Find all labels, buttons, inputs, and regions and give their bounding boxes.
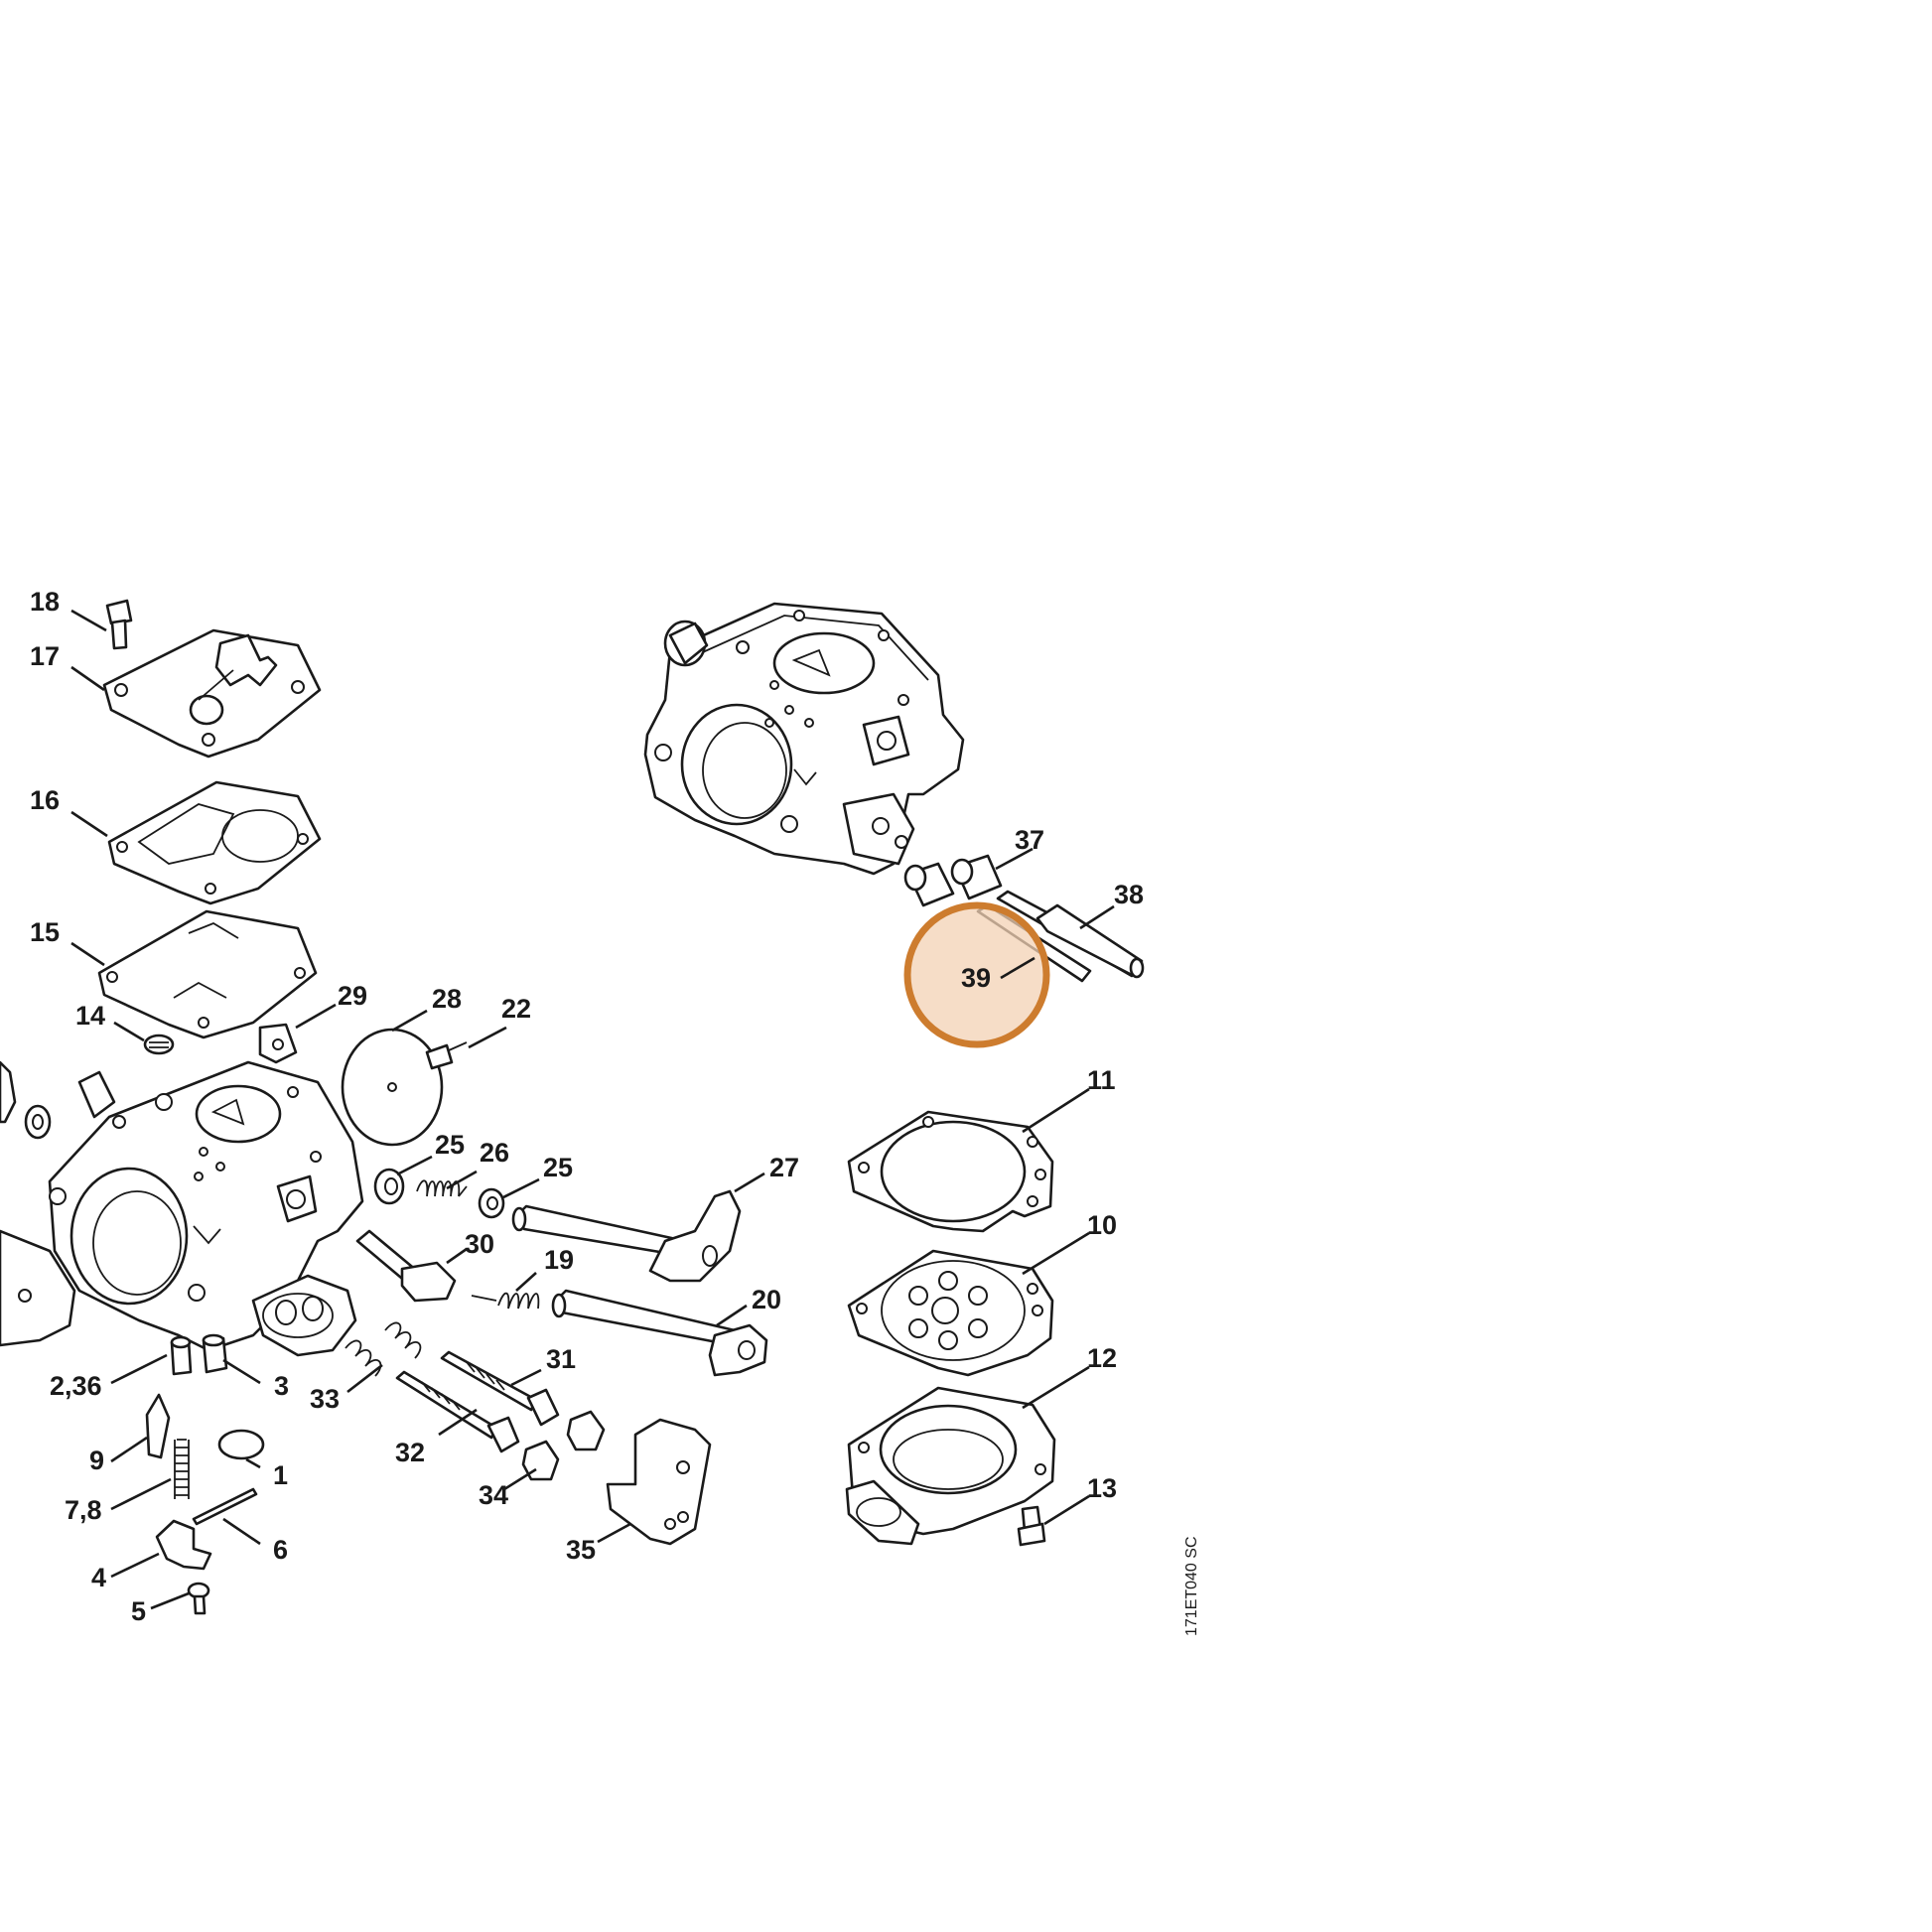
part-15-diaphragm — [97, 909, 318, 1039]
part-9-inlet-needle — [145, 1393, 171, 1459]
label-33: 33 — [310, 1384, 340, 1414]
part-10-diaphragm-plate — [847, 1249, 1054, 1377]
label-25a: 25 — [435, 1130, 465, 1160]
part-3-plug — [202, 1333, 228, 1374]
label-32: 32 — [395, 1438, 425, 1467]
label-3: 3 — [274, 1371, 289, 1401]
carburetor-body-lower — [48, 1060, 364, 1357]
label-2-36: 2,36 — [50, 1371, 102, 1401]
part-18-screw — [105, 599, 133, 650]
part-27-throttle-shaft — [511, 1189, 742, 1283]
part-30-lever — [355, 1229, 457, 1303]
part-20-choke-shaft — [551, 1289, 768, 1377]
label-28: 28 — [432, 984, 462, 1014]
label-29: 29 — [338, 981, 367, 1011]
part-16-gasket — [107, 780, 322, 905]
part-12-cover — [845, 1386, 1056, 1546]
label-14: 14 — [75, 1001, 105, 1031]
part-labels: 18 17 16 15 14 29 28 22 25 26 25 27 30 1… — [30, 587, 1144, 1626]
part-28-throttle-plate — [341, 1028, 444, 1147]
part-14-screen — [143, 1034, 175, 1055]
drawing-code: 171ET040 SC — [1183, 1536, 1200, 1636]
part-2-36-plug — [170, 1335, 193, 1376]
label-35: 35 — [566, 1535, 596, 1565]
label-31: 31 — [546, 1344, 576, 1374]
label-25b: 25 — [543, 1153, 573, 1182]
label-39: 39 — [961, 963, 991, 993]
carburetor-body-upper — [643, 602, 965, 876]
highlight-part-39[interactable]: 39 — [903, 901, 1050, 1048]
part-34-limiter-caps — [521, 1410, 606, 1481]
part-6-pin — [192, 1487, 258, 1526]
part-13-screw — [1017, 1505, 1046, 1547]
part-19-spring — [471, 1292, 540, 1310]
label-20: 20 — [752, 1285, 781, 1314]
label-17: 17 — [30, 641, 60, 671]
label-13: 13 — [1087, 1473, 1117, 1503]
label-7-8: 7,8 — [65, 1495, 102, 1525]
label-10: 10 — [1087, 1210, 1117, 1240]
label-5: 5 — [131, 1596, 146, 1626]
label-16: 16 — [30, 785, 60, 815]
label-37: 37 — [1015, 825, 1044, 855]
part-26-spring — [416, 1179, 468, 1197]
part-35-limiter — [606, 1418, 712, 1546]
part-7-8-spring — [174, 1439, 190, 1499]
label-6: 6 — [273, 1535, 288, 1565]
part-37-sleeves — [903, 854, 1003, 907]
part-31-needle — [440, 1350, 560, 1427]
label-38: 38 — [1114, 880, 1144, 909]
label-9: 9 — [89, 1446, 104, 1475]
label-4: 4 — [91, 1563, 106, 1592]
label-30: 30 — [465, 1229, 494, 1259]
part-11-gasket — [847, 1110, 1054, 1233]
part-33-springs — [345, 1321, 422, 1377]
label-1: 1 — [273, 1460, 288, 1490]
label-27: 27 — [769, 1153, 799, 1182]
part-38-shaft — [996, 890, 1145, 979]
label-11: 11 — [1087, 1065, 1116, 1095]
part-32-needle — [395, 1370, 520, 1453]
leader-lines — [70, 609, 1115, 1610]
part-25-washer-a — [373, 1168, 405, 1205]
label-26: 26 — [480, 1138, 509, 1168]
part-25-washer-b — [478, 1187, 505, 1219]
label-19: 19 — [544, 1245, 574, 1275]
part-4-lever — [155, 1519, 212, 1571]
label-18: 18 — [30, 587, 60, 617]
part-22-screw — [425, 1041, 468, 1070]
part-17-pump-cover — [102, 628, 322, 759]
part-1-disc — [217, 1429, 265, 1460]
label-15: 15 — [30, 917, 60, 947]
label-22: 22 — [501, 994, 531, 1024]
part-29-plug — [258, 1023, 298, 1064]
label-12: 12 — [1087, 1343, 1117, 1373]
part-5-screw — [187, 1582, 210, 1615]
partial-left-parts — [0, 1060, 76, 1347]
label-34: 34 — [479, 1480, 508, 1510]
